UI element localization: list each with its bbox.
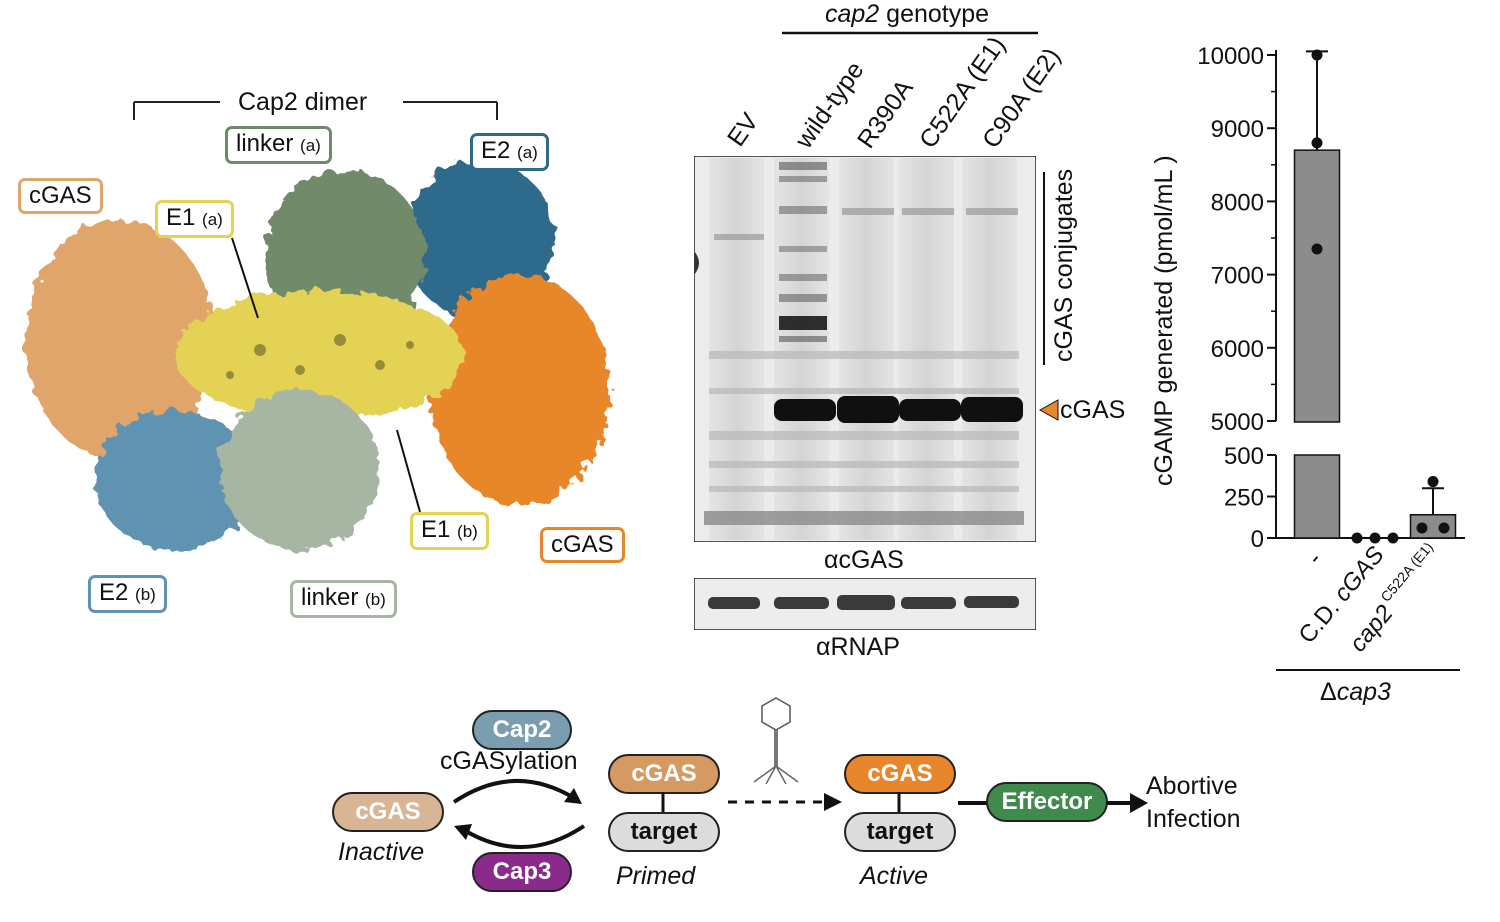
- data-point-1-2: [1387, 532, 1399, 544]
- bar-0-upper: [1293, 149, 1341, 423]
- cgas-inactive-node: cGAS: [332, 792, 444, 832]
- dimer-bracket: [133, 101, 498, 120]
- target-active-node: target: [844, 812, 956, 852]
- label-cgas-right: cGAS: [540, 527, 625, 563]
- y-tick-label: 9000: [1211, 116, 1264, 143]
- lane-label-r390a: R390A: [852, 74, 919, 153]
- linker-b-density: [220, 390, 380, 550]
- genotype-underline: [782, 31, 1038, 35]
- cryoem-density-map: [25, 160, 610, 550]
- y-tick-label: 250: [1224, 485, 1264, 512]
- cgas-primed-node: cGAS: [608, 754, 720, 794]
- data-point-0-1: [1311, 137, 1323, 149]
- label-e1-a: E1 (a): [155, 200, 234, 238]
- data-point-0-0: [1311, 49, 1323, 61]
- cgas-band-label: cGAS: [1060, 396, 1126, 424]
- y-tick-label: 500: [1224, 443, 1264, 470]
- dashed-arrow: [728, 793, 842, 811]
- blot-rnap: [694, 578, 1036, 630]
- genotype-header: cap2 genotype: [825, 0, 990, 28]
- data-point-0-2: [1311, 243, 1323, 255]
- blot-main: [694, 156, 1036, 542]
- primed-link: [661, 792, 665, 814]
- e1-density: [175, 290, 465, 420]
- conjugates-bracket: [1043, 172, 1045, 365]
- blot-panel: cap2 genotype EV wild-type R390A C522A (…: [680, 0, 1160, 670]
- cgas-right-density: [430, 275, 610, 505]
- antibody-rnap-label: αRNAP: [816, 633, 900, 661]
- conjugates-label-svg: cGAS conjugates: [1050, 169, 1078, 362]
- y-tick-label: 5000: [1211, 409, 1264, 436]
- cycle-arrows: [452, 779, 586, 849]
- label-e1-b: E1 (b): [410, 512, 489, 550]
- cgas-left-density: [25, 220, 215, 460]
- dimer-label: Cap2 dimer: [238, 88, 368, 116]
- active-label: Active: [860, 862, 929, 890]
- antibody-cgas-label: αcGAS: [824, 546, 904, 574]
- cap2-node: Cap2: [472, 710, 572, 750]
- data-point-2-1: [1416, 522, 1428, 534]
- label-e2-a: E2 (a): [470, 133, 549, 171]
- group-label: Δcap3: [1320, 678, 1391, 706]
- cap3-node: Cap3: [472, 852, 572, 892]
- e1-a-pointer: [231, 237, 259, 319]
- e1-b-pointer: [396, 429, 421, 513]
- y-tick-label: 0: [1251, 526, 1264, 553]
- target-primed-node: target: [608, 812, 720, 852]
- active-effector-connector: [958, 801, 990, 805]
- cgamp-chart: cGAMP generated (pmol/mL ) 10000 9000 8000…: [1150, 43, 1465, 706]
- data-point-1-1: [1369, 532, 1381, 544]
- effector-node: Effector: [986, 782, 1108, 822]
- data-point-2-0: [1427, 476, 1439, 488]
- lane-label-ev: EV: [722, 108, 764, 152]
- e2-b-density: [95, 410, 255, 550]
- lane-labels: EV wild-type R390A C522A (E1) C90A (E2): [722, 32, 1066, 155]
- bar-0-lower: [1293, 454, 1341, 539]
- cgas-band-marker: [1038, 399, 1059, 421]
- primed-label: Primed: [616, 862, 696, 890]
- label-linker-b: linker (b): [290, 580, 397, 618]
- conjugates-label: cGAS conjugates: [1050, 169, 1078, 362]
- y-tick-label: 10000: [1197, 43, 1264, 70]
- label-cgas-left: cGAS: [18, 178, 103, 214]
- inactive-label: Inactive: [338, 838, 425, 866]
- pathway-panel: cGAS Inactive Cap2 cGASylation Cap3 cGAS…: [300, 690, 1300, 922]
- cgasylation-label: cGASylation: [440, 747, 578, 775]
- y-tick-label: 7000: [1211, 263, 1264, 290]
- active-link: [897, 792, 901, 814]
- y-tick-label: 8000: [1211, 189, 1264, 216]
- chart-ylabel: cGAMP generated (pmol/mL ): [1150, 155, 1178, 486]
- label-linker-a: linker (a): [225, 126, 332, 164]
- effector-arrow: [1106, 793, 1148, 813]
- cgas-active-node: cGAS: [844, 754, 956, 794]
- data-point-1-0: [1351, 532, 1363, 544]
- label-e2-b: E2 (b): [88, 575, 167, 613]
- abortive-infection-label: Abortive Infection: [1146, 772, 1241, 833]
- category-label-0: -: [1302, 547, 1328, 570]
- phage-icon: [753, 697, 799, 785]
- data-point-2-2: [1438, 522, 1450, 534]
- structure-panel: Cap2 dimer cGAS linker (a) E2 (a) E1 (a)…: [0, 0, 660, 660]
- y-tick-label: 6000: [1211, 336, 1264, 363]
